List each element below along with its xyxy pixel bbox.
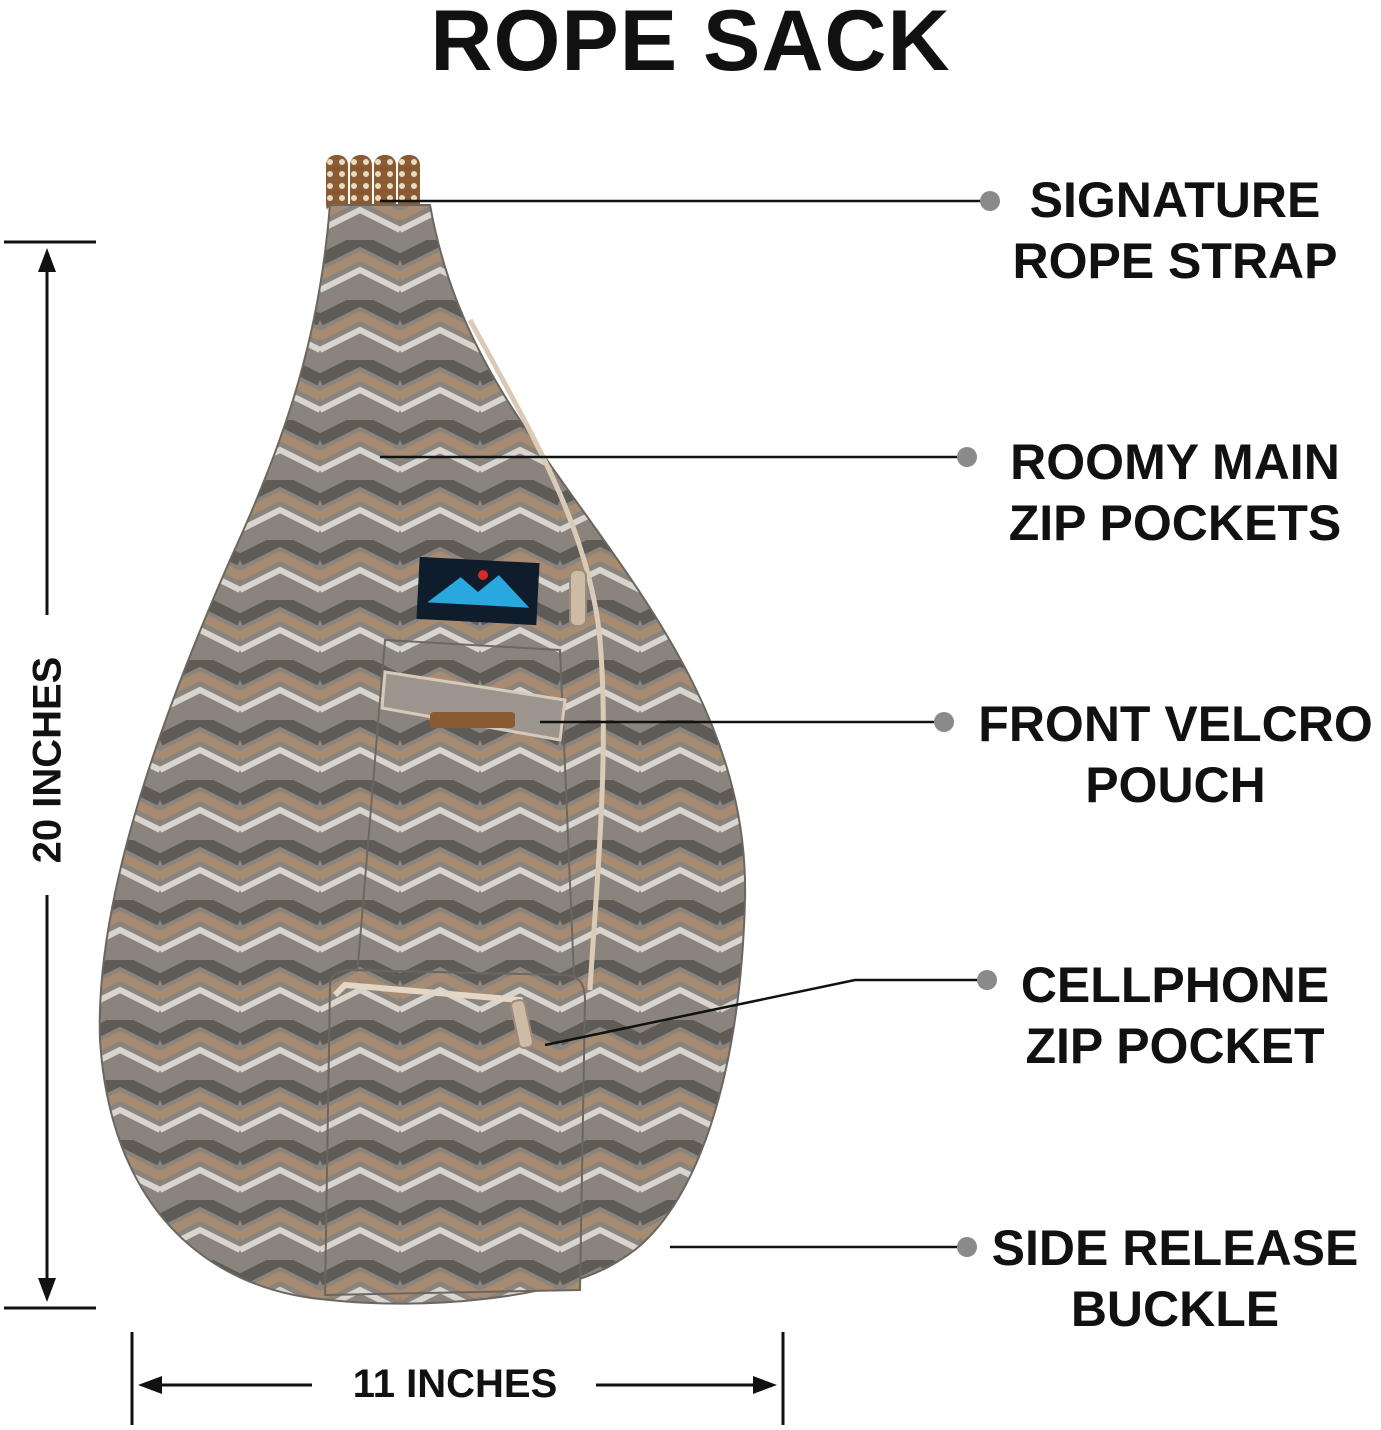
callout-dot-4 xyxy=(977,970,997,990)
width-label: 11 INCHES xyxy=(352,1362,558,1406)
callout-dot-5 xyxy=(957,1237,977,1257)
brand-logo xyxy=(416,556,540,626)
zipper-pull xyxy=(569,569,587,627)
callout-rope-strap: SIGNATURE ROPE STRAP xyxy=(1012,172,1338,289)
callout-dot-2 xyxy=(957,447,977,467)
callout-main-zip-pockets: ROOMY MAIN ZIP POCKETS xyxy=(1008,434,1342,551)
cellphone-pocket xyxy=(323,968,587,1297)
callout-dot-1 xyxy=(980,191,1000,211)
height-label: 20 INCHES xyxy=(25,656,69,864)
rope-strap xyxy=(326,155,420,215)
leader-cellphone-pocket xyxy=(544,978,983,1047)
velcro-flap xyxy=(380,670,567,742)
callout-dot-3 xyxy=(934,712,954,732)
callout-side-buckle: SIDE RELEASE BUCKLE xyxy=(991,1220,1359,1337)
velcro-tab xyxy=(430,712,515,728)
callout-velcro-pouch: FRONT VELCRO POUCH xyxy=(978,696,1373,813)
height-dimension-line xyxy=(4,240,96,1310)
callout-cellphone-pocket: CELLPHONE ZIP POCKET xyxy=(1020,957,1330,1074)
page-title: ROPE SACK xyxy=(430,0,951,89)
width-dimension-line xyxy=(130,1332,785,1425)
main-zipper xyxy=(467,318,606,991)
